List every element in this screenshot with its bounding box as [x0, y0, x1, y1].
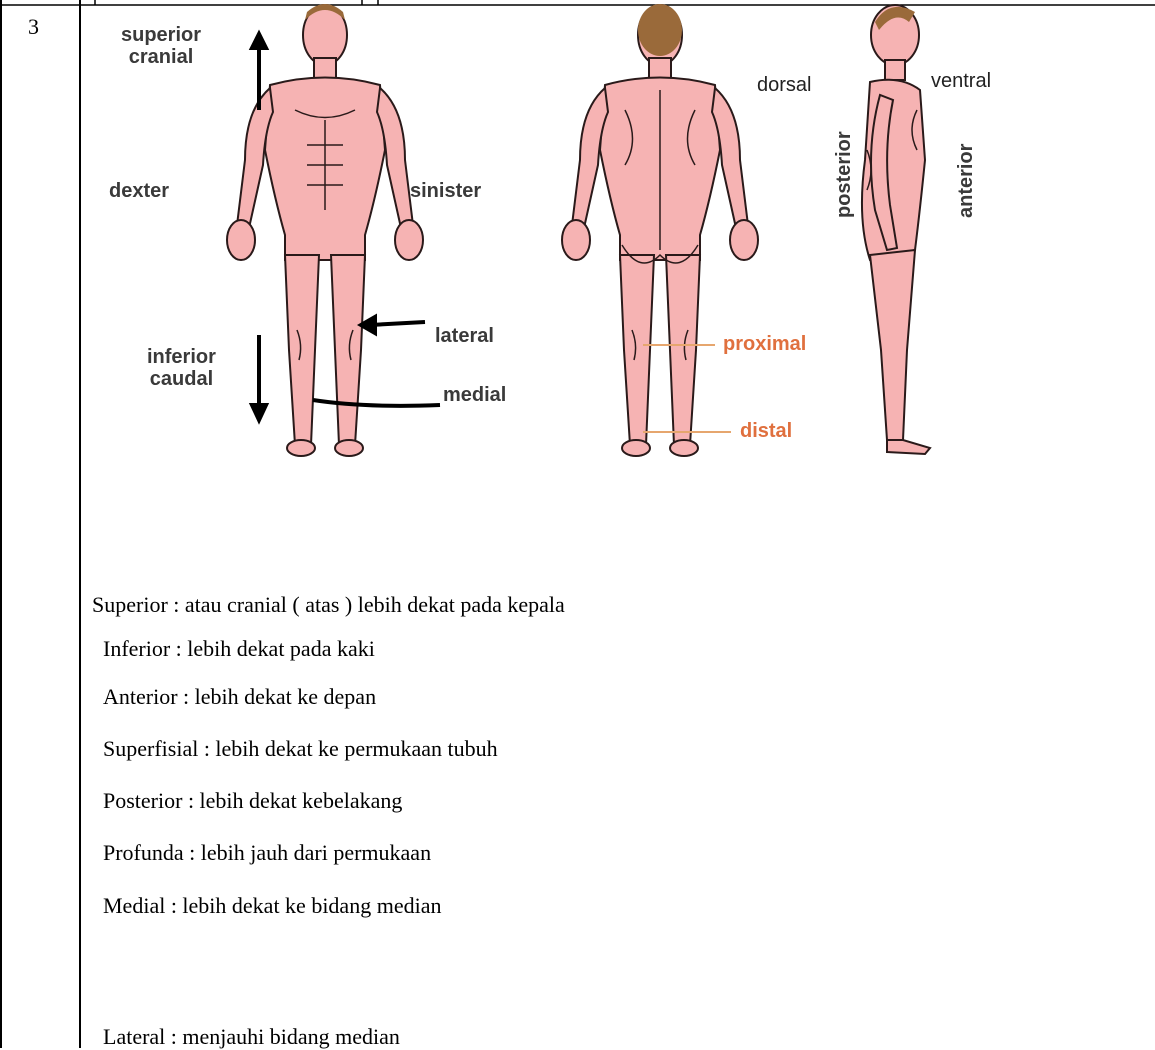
definition-posterior: Posterior : lebih dekat kebelakang	[103, 788, 402, 814]
label-dexter: dexter	[109, 180, 169, 202]
label-superior: superior	[121, 24, 201, 46]
label-proximal: proximal	[723, 333, 806, 355]
label-dorsal: dorsal	[757, 74, 811, 96]
definition-superfisial: Superfisial : lebih dekat ke permukaan t…	[103, 736, 498, 762]
row-number: 3	[28, 14, 39, 40]
definition-inferior: Inferior : lebih dekat pada kaki	[103, 636, 375, 662]
anatomical-terms-figure: superior cranial dexter sinister lateral…	[95, 0, 1155, 480]
label-sinister: sinister	[410, 180, 481, 202]
definition-lateral: Lateral : menjauhi bidang median	[103, 1026, 400, 1050]
definition-medial: Medial : lebih dekat ke bidang median	[103, 893, 441, 919]
inferior-arrow	[252, 335, 266, 420]
label-medial: medial	[443, 384, 506, 406]
lateral-arrow	[361, 317, 425, 333]
definition-anterior: Anterior : lebih dekat ke depan	[103, 684, 376, 710]
label-caudal: caudal	[147, 368, 216, 390]
label-inferior-caudal: inferior caudal	[147, 346, 216, 390]
back-body-figure	[562, 4, 758, 456]
label-anterior: anterior	[955, 144, 977, 218]
front-body-figure	[227, 4, 423, 456]
label-distal: distal	[740, 420, 792, 442]
label-cranial: cranial	[121, 46, 201, 68]
label-superior-cranial: superior cranial	[121, 24, 201, 68]
definition-superior: Superior : atau cranial ( atas ) lebih d…	[92, 592, 565, 618]
label-ventral: ventral	[931, 70, 991, 92]
medial-leader-line	[313, 400, 440, 406]
label-lateral: lateral	[435, 325, 494, 347]
side-body-figure	[862, 5, 930, 454]
body-illustrations	[95, 0, 1155, 480]
label-posterior: posterior	[833, 131, 855, 218]
definition-profunda: Profunda : lebih jauh dari permukaan	[103, 840, 431, 866]
label-inferior: inferior	[147, 346, 216, 368]
